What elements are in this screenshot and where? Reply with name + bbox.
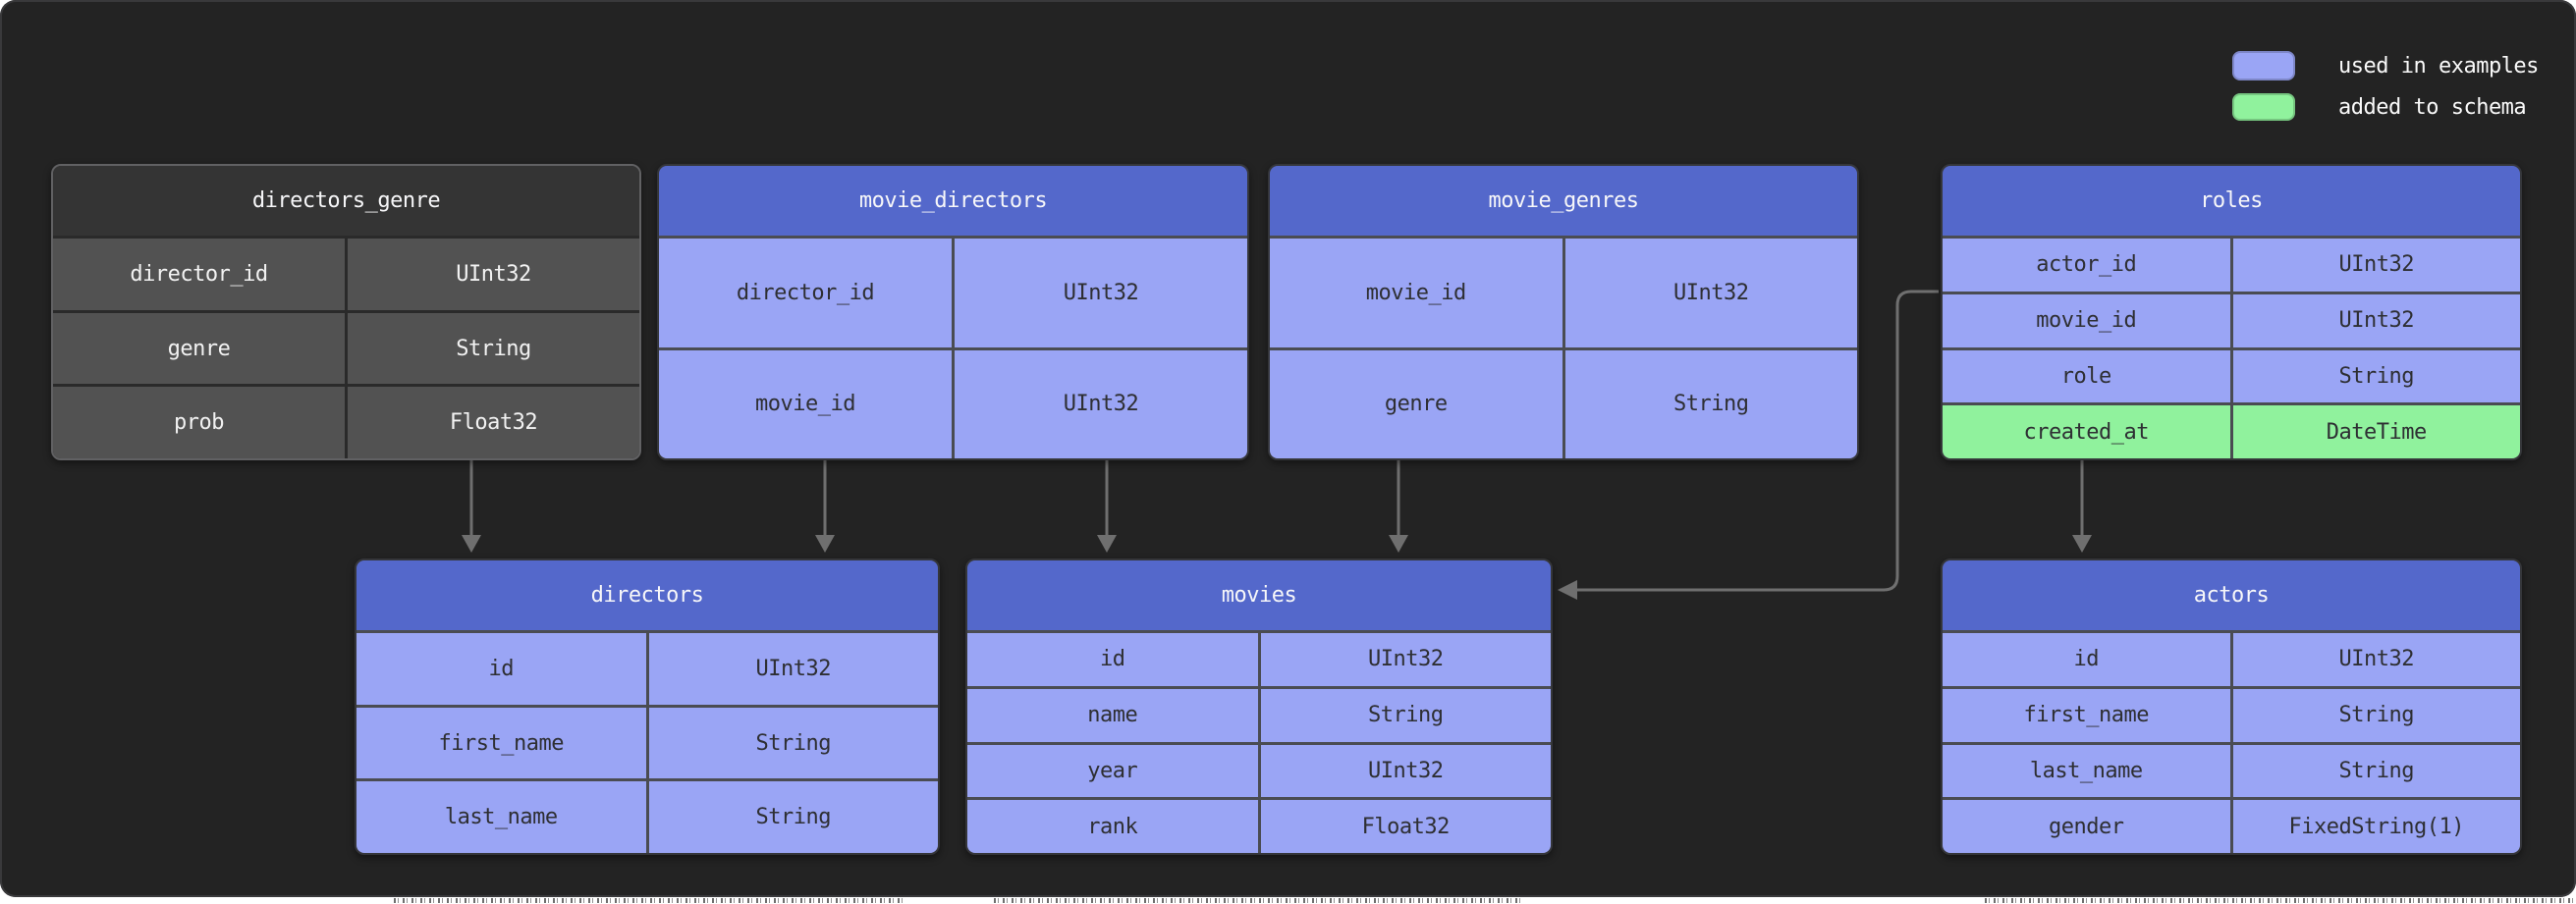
column-name: prob <box>174 410 224 436</box>
table-movie_genres: movie_genres movie_id UInt32 genre Strin… <box>1268 164 1859 460</box>
clipped-page-text <box>1985 898 2576 903</box>
column-name: movie_id <box>755 392 855 417</box>
table-row: movie_id UInt32 <box>1943 291 2521 347</box>
column-type: UInt32 <box>1562 239 1858 347</box>
column-type: UInt32 <box>2229 633 2521 686</box>
table-rows: id UInt32 first_name String last_name St… <box>1943 630 2520 853</box>
legend-item-added: added to schema <box>2232 93 2527 121</box>
column-name: id <box>1100 647 1125 672</box>
column-name: gender <box>2049 814 2124 839</box>
column-type: String <box>2229 744 2521 798</box>
column-type: UInt32 <box>2229 239 2521 292</box>
legend-swatch-added <box>2232 93 2295 121</box>
column-type: UInt32 <box>2229 293 2521 347</box>
legend-label-used: used in examples <box>2338 53 2539 79</box>
column-type: DateTime <box>2229 405 2521 458</box>
column-name: movie_id <box>1365 280 1466 305</box>
column-type: String <box>2229 349 2521 403</box>
column-type: UInt32 <box>645 633 939 705</box>
column-type: String <box>645 781 939 853</box>
column-type: UInt32 <box>1257 633 1552 686</box>
table-row: id UInt32 <box>967 630 1551 686</box>
column-name: id <box>488 656 515 681</box>
table-row: id UInt32 <box>1943 630 2520 686</box>
table-rows: director_id UInt32 genre String prob Flo… <box>53 236 639 458</box>
column-type: Float32 <box>345 387 639 458</box>
table-row: director_id UInt32 <box>53 236 639 310</box>
table-row: role String <box>1943 346 2521 403</box>
column-name: last_name <box>2029 758 2143 783</box>
table-row: name String <box>967 685 1552 742</box>
table-title: directors <box>356 560 938 630</box>
table-title: actors <box>1943 560 2520 630</box>
table-row: first_name String <box>356 704 939 779</box>
table-row: rank Float32 <box>967 797 1551 853</box>
table-row: movie_id UInt32 <box>659 346 1247 458</box>
table-actors: actors id UInt32 first_name String last_… <box>1941 558 2522 855</box>
table-row: actor_id UInt32 <box>1943 236 2520 292</box>
legend-item-used: used in examples <box>2232 51 2539 80</box>
column-type: String <box>645 707 939 779</box>
table-row: gender FixedString(1) <box>1943 797 2520 853</box>
table-title: movie_directors <box>659 166 1247 236</box>
table-row: last_name String <box>356 778 938 853</box>
table-row: genre String <box>1270 346 1858 458</box>
column-type: FixedString(1) <box>2229 800 2521 853</box>
table-directors: directors id UInt32 first_name String la… <box>355 558 940 855</box>
column-name: genre <box>1384 392 1448 417</box>
table-title: directors_genre <box>53 166 639 236</box>
table-row: movie_id UInt32 <box>1270 236 1857 347</box>
column-type: UInt32 <box>1257 744 1552 798</box>
table-rows: movie_id UInt32 genre String <box>1270 236 1857 458</box>
table-directors_genre: directors_genre director_id UInt32 genre… <box>51 164 641 460</box>
table-row: id UInt32 <box>356 630 938 705</box>
column-type: String <box>1257 688 1552 742</box>
table-roles: roles actor_id UInt32 movie_id UInt32 ro… <box>1941 164 2522 460</box>
table-title: roles <box>1943 166 2520 236</box>
table-rows: id UInt32 name String year UInt32 rank F… <box>967 630 1551 853</box>
table-movies: movies id UInt32 name String year UInt32… <box>965 558 1553 855</box>
column-name: actor_id <box>2036 252 2137 278</box>
table-row: first_name String <box>1943 685 2521 742</box>
table-row: year UInt32 <box>967 741 1552 798</box>
legend-label-added: added to schema <box>2338 94 2527 120</box>
column-type: String <box>2229 688 2521 742</box>
table-rows: director_id UInt32 movie_id UInt32 <box>659 236 1247 458</box>
table-rows: actor_id UInt32 movie_id UInt32 role Str… <box>1943 236 2520 458</box>
column-type: UInt32 <box>952 239 1247 347</box>
column-name: first_name <box>438 730 565 756</box>
clipped-page-text <box>394 898 904 903</box>
column-type: Float32 <box>1257 800 1552 853</box>
column-name: role <box>2060 363 2111 389</box>
column-name: rank <box>1087 814 1138 839</box>
clipped-page-text <box>994 898 1524 903</box>
table-rows: id UInt32 first_name String last_name St… <box>356 630 938 853</box>
column-name: movie_id <box>2036 308 2137 334</box>
column-name: year <box>1087 758 1138 783</box>
legend-swatch-used <box>2232 51 2295 80</box>
column-name: name <box>1087 703 1138 728</box>
column-name: genre <box>167 336 231 361</box>
table-row: genre String <box>53 309 639 385</box>
table-row: prob Float32 <box>53 384 639 458</box>
column-name: last_name <box>444 805 558 830</box>
column-name: created_at <box>2023 419 2150 445</box>
table-row-added-to-schema: created_at DateTime <box>1943 402 2520 458</box>
column-type: UInt32 <box>952 349 1247 458</box>
column-name: director_id <box>736 280 875 305</box>
column-type: String <box>345 312 639 385</box>
column-type: String <box>1562 349 1858 458</box>
column-type: UInt32 <box>345 239 639 310</box>
table-title: movies <box>967 560 1551 630</box>
column-name: first_name <box>2023 703 2150 728</box>
column-name: id <box>2073 647 2100 672</box>
table-movie_directors: movie_directors director_id UInt32 movie… <box>657 164 1249 460</box>
table-row: last_name String <box>1943 741 2521 798</box>
column-name: director_id <box>130 261 268 287</box>
table-row: director_id UInt32 <box>659 236 1247 347</box>
table-title: movie_genres <box>1270 166 1857 236</box>
